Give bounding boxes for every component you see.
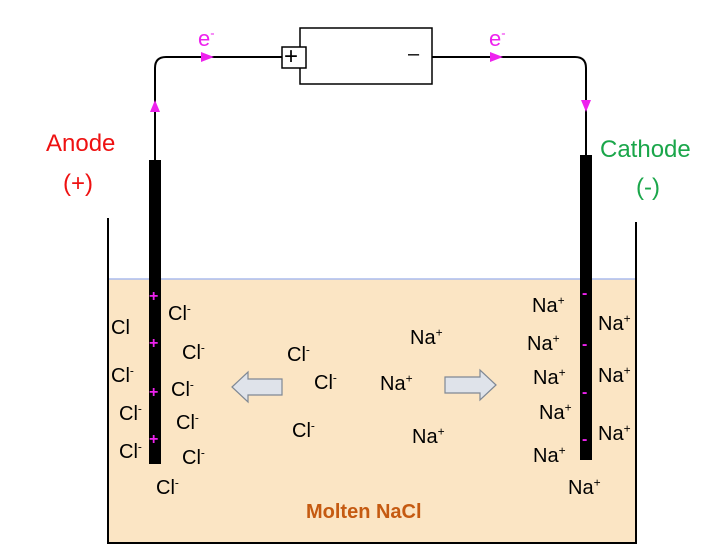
cathode-label: Cathode [600,136,691,163]
chloride-ion: Cl- [182,340,205,364]
battery-body [299,27,433,85]
electron-arrow-up-icon [150,100,160,112]
battery-plus: + [284,43,299,70]
sodium-ion: Na+ [532,293,565,317]
electron-arrow-down-icon [581,100,591,112]
anode-label: Anode [46,130,116,157]
sodium-ion: Na+ [598,421,631,445]
chloride-ion: Cl- [119,439,142,463]
electron-label-right: e- [489,25,506,51]
sodium-ion: Na+ [598,311,631,335]
chloride-ion: Cl- [176,410,199,434]
chloride-ion: Cl- [314,370,337,394]
electron-arrow-right-right-icon [490,52,503,62]
battery-minus: – [408,43,420,65]
sodium-migration-arrow-icon [444,368,497,402]
anode-sign: (+) [63,170,93,197]
cathode-sign: (-) [636,174,660,201]
electron-label-left: e- [198,25,215,51]
sodium-ion: Na+ [598,363,631,387]
sodium-ion: Na+ [527,331,560,355]
electron-arrow-right-left-icon [201,52,214,62]
cathode-charge: - [582,431,588,448]
anode-charge: + [149,335,159,352]
sodium-ion: Na+ [410,325,443,349]
chloride-ion: Cl- [156,475,179,499]
sodium-ion: Na+ [380,371,413,395]
sodium-ion: Na+ [568,475,601,499]
anode-electrode [149,160,161,464]
battery-terminal [281,46,307,69]
cathode-electrode [580,155,592,460]
chloride-ion: Cl- [287,342,310,366]
container-vessel [107,218,637,544]
sodium-ion: Na+ [539,400,572,424]
wire-left [154,56,282,160]
anode-charge: + [149,288,159,305]
chloride-ion: Cl- [182,445,205,469]
cathode-charge: - [582,285,588,302]
chloride-ion: Cl [111,317,130,339]
electrolyte-label: Molten NaCl [306,501,422,523]
wire-right [432,56,587,155]
sodium-ion: Na+ [412,424,445,448]
sodium-ion: Na+ [533,443,566,467]
molten-salt-fill [108,279,636,543]
chloride-ion: Cl- [171,377,194,401]
chloride-ion: Cl- [119,401,142,425]
chloride-migration-arrow-icon [231,370,283,404]
anode-charge: + [149,431,159,448]
cathode-charge: - [582,336,588,353]
sodium-ion: Na+ [533,365,566,389]
anode-charge: + [149,384,159,401]
chloride-ion: Cl- [292,418,315,442]
chloride-ion: Cl- [111,363,134,387]
chloride-ion: Cl- [168,301,191,325]
cathode-charge: - [582,384,588,401]
